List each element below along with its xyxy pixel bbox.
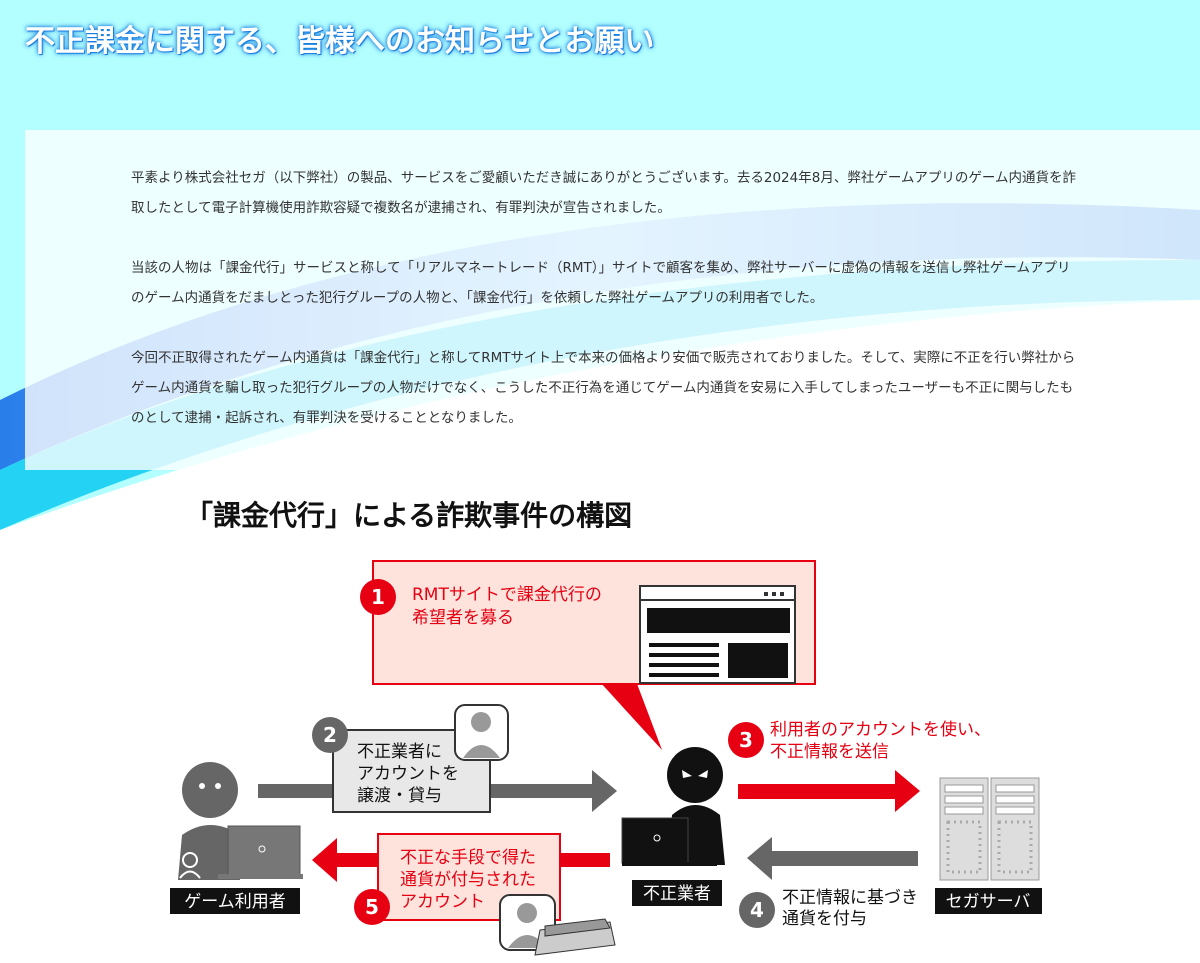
step-1-callout: 1 RMTサイトで課金代行の 希望者を募る	[360, 560, 816, 750]
svg-text:アカウント: アカウント	[400, 892, 485, 912]
step-3: 3 利用者のアカウントを使い、 不正情報を送信	[728, 719, 991, 812]
content-panel	[25, 130, 1200, 470]
svg-text:5: 5	[365, 895, 379, 919]
paragraph: 平素より株式会社セガ（以下弊社）の製品、サービスをご愛顧いただき誠にありがとうご…	[131, 170, 1077, 216]
svg-text:不正業者に: 不正業者に	[357, 742, 442, 762]
svg-text:不正な手段で得た: 不正な手段で得た	[400, 848, 536, 868]
svg-text:希望者を募る: 希望者を募る	[412, 608, 514, 628]
svg-text:通貨を付与: 通貨を付与	[782, 909, 867, 929]
svg-text:譲渡・貸与: 譲渡・貸与	[357, 786, 442, 806]
currency-stack-icon	[534, 918, 616, 956]
account-avatar-icon	[454, 704, 509, 761]
svg-text:4: 4	[750, 898, 764, 922]
svg-text:利用者のアカウントを使い、: 利用者のアカウントを使い、	[770, 719, 991, 740]
paragraph: 今回不正取得されたゲーム内通貨は「課金代行」と称してRMTサイト上で本来の価格よ…	[131, 350, 1076, 426]
svg-text:不正情報を送信: 不正情報を送信	[770, 742, 889, 762]
notice-body: 平素より株式会社セガ（以下弊社）の製品、サービスをご愛顧いただき誠にありがとうご…	[131, 163, 1081, 463]
svg-text:2: 2	[323, 723, 337, 747]
server-icon	[939, 777, 1040, 881]
game-user-figure	[178, 762, 303, 880]
svg-text:不正情報に基づき: 不正情報に基づき	[782, 888, 918, 908]
svg-text:アカウントを: アカウントを	[357, 764, 459, 784]
step-4: 4 不正情報に基づき 通貨を付与	[739, 837, 918, 929]
browser-icon	[639, 585, 796, 684]
svg-text:1: 1	[371, 585, 385, 609]
svg-text:通貨が付与された: 通貨が付与された	[400, 870, 536, 890]
diagram-heading: 「課金代行」による詐欺事件の構図	[185, 499, 633, 532]
paragraph: 当該の人物は「課金代行」サービスと称して「リアルマネートレード（RMT）」サイト…	[131, 260, 1071, 306]
fraudster-figure	[621, 747, 725, 866]
actor-label-fraudster: 不正業者	[643, 884, 711, 904]
step-2: 2 不正業者に アカウントを 譲渡・貸与	[258, 704, 617, 813]
page-title: 不正課金に関する、皆様へのお知らせとお願い	[25, 24, 655, 59]
actor-label-user: ゲーム利用者	[184, 892, 286, 912]
actor-label-server: セガサーバ	[946, 892, 1031, 912]
step-5: 5 不正な手段で得た 通貨が付与された アカウント	[312, 833, 616, 956]
svg-text:RMTサイトで課金代行の: RMTサイトで課金代行の	[412, 585, 602, 605]
svg-text:3: 3	[739, 728, 753, 752]
